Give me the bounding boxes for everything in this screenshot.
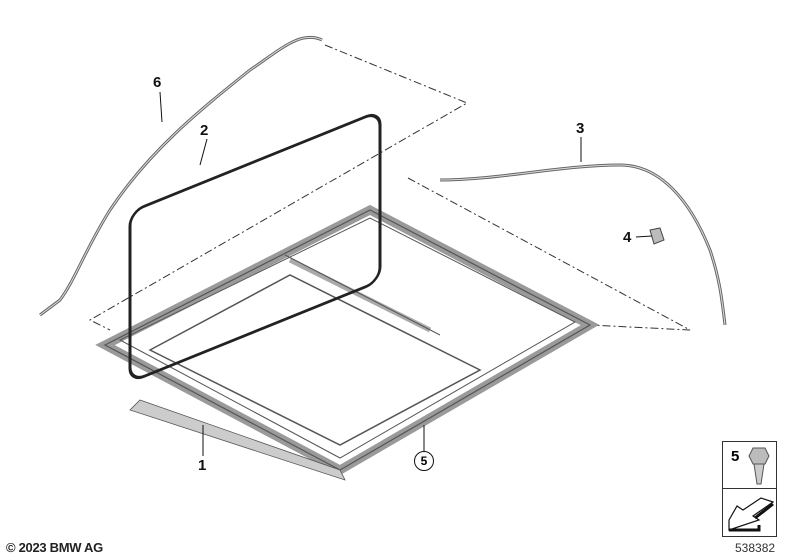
- clip: [649, 227, 665, 245]
- assembly-line-cable: [407, 177, 691, 331]
- diagram-id: 538382: [735, 541, 776, 555]
- callout-3[interactable]: 3: [576, 120, 585, 137]
- frame-seal: [128, 113, 382, 380]
- assembly-line-drain-hose: [88, 44, 469, 331]
- copyright: © 2023 BMW AG: [6, 540, 103, 555]
- sunroof-frame: [95, 204, 600, 481]
- callout-2[interactable]: 2: [200, 122, 209, 139]
- legend-divider: [723, 488, 776, 489]
- drive-cable: [439, 163, 727, 326]
- legend-box: 5: [722, 441, 777, 537]
- callout-4[interactable]: 4: [623, 229, 632, 246]
- arrow-icon: [728, 497, 775, 532]
- callout-6[interactable]: 6: [153, 74, 162, 91]
- callout-1[interactable]: 1: [198, 457, 207, 474]
- self-tapping-screw-icon: [748, 447, 770, 485]
- legend-part-number: 5: [731, 448, 740, 465]
- callout-5[interactable]: 5: [414, 451, 434, 471]
- drain-hose: [39, 35, 323, 317]
